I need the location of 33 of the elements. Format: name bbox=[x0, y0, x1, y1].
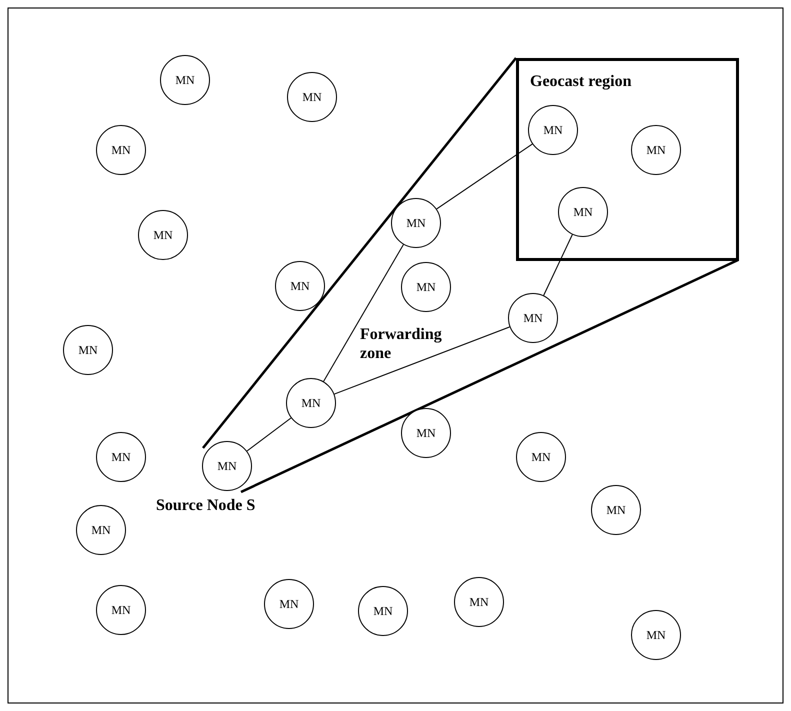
mobile-node-circle: MN bbox=[63, 325, 113, 375]
mobile-node-circle: MN bbox=[76, 505, 126, 555]
mobile-node-circle: MN bbox=[508, 293, 558, 343]
mobile-node-circle: MN bbox=[454, 577, 504, 627]
mobile-node-circle: MN bbox=[286, 378, 336, 428]
mobile-node-circle: MN bbox=[631, 610, 681, 660]
region-title: Geocast region bbox=[530, 73, 632, 91]
mobile-node-circle: MN bbox=[138, 210, 188, 260]
mobile-node-circle: MN bbox=[96, 125, 146, 175]
mobile-node-circle: MN bbox=[160, 55, 210, 105]
mobile-node-circle: MN bbox=[591, 485, 641, 535]
link-line bbox=[543, 234, 573, 296]
mobile-node-circle: MN bbox=[275, 261, 325, 311]
node-caption: Source Node S bbox=[156, 496, 256, 515]
link-line bbox=[246, 418, 292, 452]
mobile-node-circle: MN bbox=[401, 262, 451, 312]
mobile-node-circle: MN bbox=[631, 125, 681, 175]
zone-label: Forwarding zone bbox=[360, 325, 443, 363]
mobile-node-circle: MN bbox=[96, 585, 146, 635]
region-box bbox=[516, 58, 739, 261]
mobile-node-circle: MN bbox=[287, 72, 337, 122]
mobile-node-circle: MN bbox=[358, 586, 408, 636]
link-line bbox=[436, 144, 533, 210]
link-line bbox=[334, 326, 510, 395]
mobile-node-circle: MN bbox=[528, 105, 578, 155]
mobile-node-circle: MN bbox=[401, 408, 451, 458]
mobile-node-circle: MN bbox=[516, 432, 566, 482]
link-line bbox=[323, 244, 404, 382]
mobile-node-circle: MN bbox=[202, 441, 252, 491]
mobile-node-circle: MN bbox=[96, 432, 146, 482]
mobile-node-circle: MN bbox=[264, 579, 314, 629]
mobile-node-circle: MN bbox=[558, 187, 608, 237]
mobile-node-circle: MN bbox=[391, 198, 441, 248]
